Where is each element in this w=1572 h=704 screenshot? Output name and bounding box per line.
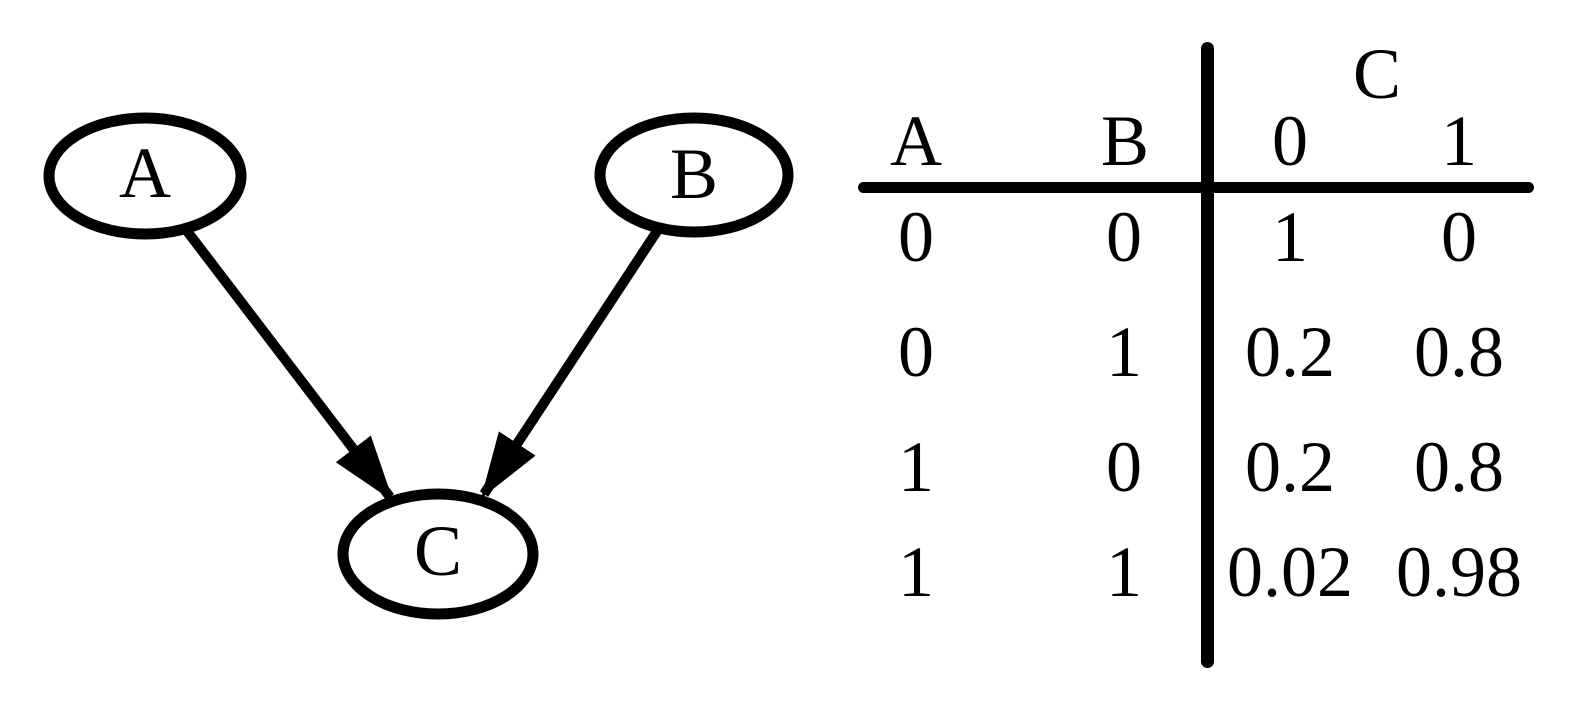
node-a-ellipse: [43, 112, 247, 240]
cpt-horizontal-rule: [858, 182, 1534, 193]
bayes-network-diagram: A B C: [43, 112, 794, 620]
cpt-cell-r3-c0: 0.2: [1245, 427, 1335, 507]
cpt-cell-r4-c0: 0.02: [1227, 532, 1353, 612]
cpt-cell-r2-a: 0: [898, 312, 934, 392]
node-b-ellipse: [594, 112, 794, 238]
cpt-header-c1: 1: [1441, 101, 1477, 181]
cpt-cell-r3-a: 1: [898, 427, 934, 507]
cpt-cell-r4-c1: 0.98: [1396, 532, 1522, 612]
node-c-ellipse: [337, 488, 539, 620]
cpt-cell-r1-b: 0: [1106, 197, 1142, 277]
cpt-cell-r4-a: 1: [898, 532, 934, 612]
node-b-label: B: [670, 134, 718, 214]
cpt-table: C A B 0 1 0 0 1 0 0 1 0.2 0.8 1 0 0.2 0.…: [800, 0, 1572, 704]
cpt-cell-r2-c0: 0.2: [1245, 312, 1335, 392]
cpt-cell-r2-c1: 0.8: [1414, 312, 1504, 392]
cpt-cell-r3-b: 0: [1106, 427, 1142, 507]
cpt-cell-r4-b: 1: [1106, 532, 1142, 612]
cpt-vertical-rule: [1201, 42, 1214, 668]
node-c-label: C: [414, 511, 462, 591]
cpt-header-b: B: [1100, 101, 1150, 181]
cpt-cell-r1-c1: 0: [1441, 197, 1477, 277]
cpt-cell-r3-c1: 0.8: [1414, 427, 1504, 507]
node-a-label: A: [119, 133, 171, 213]
cpt-cell-r1-c0: 1: [1272, 197, 1308, 277]
cpt-cell-r1-a: 0: [898, 197, 934, 277]
cpt-header-a: A: [890, 101, 942, 181]
cpt-cell-r2-b: 1: [1106, 312, 1142, 392]
cpt-header-child-variable: C: [1352, 34, 1402, 114]
cpt-header-c0: 0: [1272, 101, 1308, 181]
